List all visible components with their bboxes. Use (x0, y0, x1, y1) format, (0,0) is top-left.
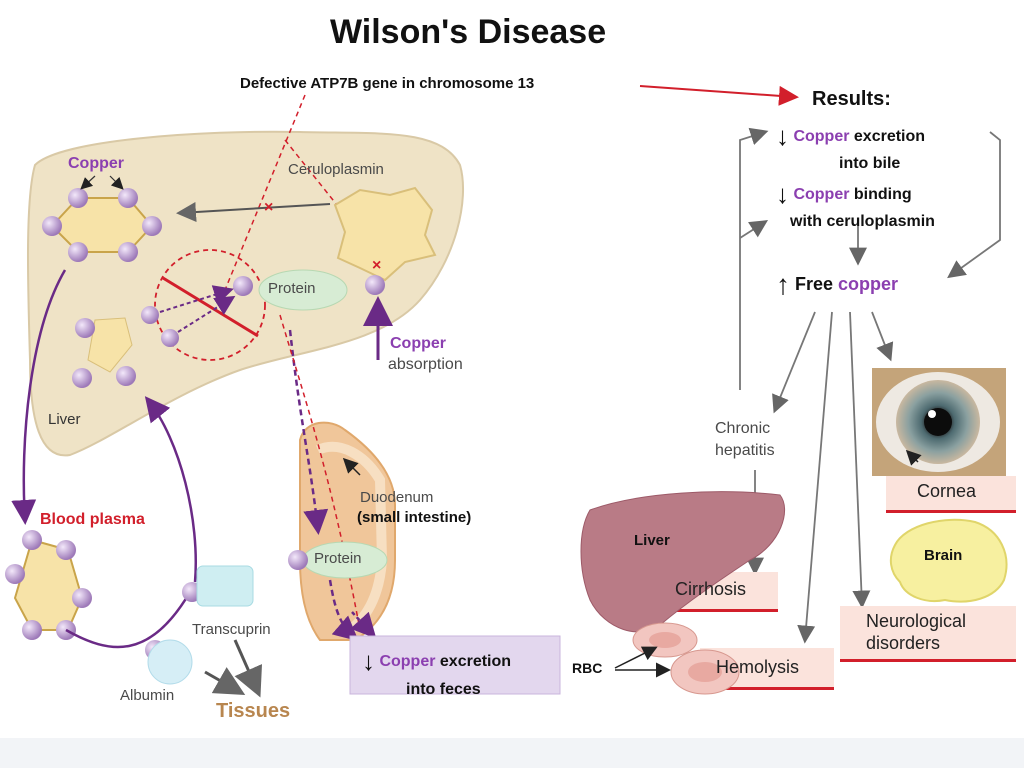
chronic-hepatitis-label-1: Chronic (715, 420, 771, 437)
svg-text:×: × (264, 199, 273, 216)
feces-copper-word: Copper (379, 653, 436, 670)
protein-label: Protein (268, 280, 316, 297)
result-text: into bile (839, 154, 901, 172)
gene-defect-label: Defective ATP7B gene in chromosome 13 (240, 75, 535, 92)
svg-text:×: × (372, 257, 381, 274)
cirrhotic-liver-label: Liver (634, 532, 670, 549)
result-text: excretion (849, 128, 926, 145)
protein-ellipse (258, 269, 348, 311)
result-text: with ceruloplasmin (790, 212, 935, 230)
neurological-label-2: disorders (866, 633, 941, 653)
feces-text: into feces (406, 681, 481, 699)
result-copper-binding: ↓ Copper binding with ceruloplasmin (776, 178, 935, 233)
result-copper-excretion-bile: ↓ Copper excretion into bile (776, 120, 925, 175)
albumin-label: Albumin (120, 687, 175, 704)
neurological-label-1: Neurological (866, 611, 967, 631)
copper-absorption-label-1: Copper (390, 335, 446, 352)
rbc-label: RBC (572, 660, 603, 676)
result-copper-word: Copper (793, 186, 850, 203)
up-arrow-icon: ↑ (776, 269, 790, 300)
cornea-label: Cornea (917, 481, 977, 501)
duodenum-shape (299, 421, 396, 641)
cirrhotic-liver (580, 491, 785, 633)
copper-atoms-liver (42, 188, 162, 262)
tissues-label: Tissues (216, 700, 291, 722)
result-free-copper: ↑ Free copper (776, 269, 899, 301)
feces-box (349, 635, 561, 695)
hemolysis-label: Hemolysis (716, 657, 800, 677)
protein-intestine-label: Protein (314, 550, 362, 567)
duodenum-label: Duodenum (360, 489, 434, 506)
copper-excretion-feces: ↓ Copper excretion into feces (362, 644, 511, 701)
albumin-shape (147, 639, 193, 685)
ceruloplasmin-shape (333, 186, 437, 282)
brain-label: Brain (924, 547, 963, 564)
result-copper-word: Copper (793, 128, 850, 145)
copper-absorption-label-2: absorption (388, 356, 463, 373)
ceruloplasmin-label: Ceruloplasmin (288, 161, 384, 178)
small-intestine-label: (small intestine) (357, 509, 472, 526)
blocked-transport-circle (154, 249, 266, 361)
page-title: Wilson's Disease (330, 13, 607, 51)
liver-label: Liver (48, 411, 81, 428)
cirrhosis-label: Cirrhosis (675, 579, 747, 599)
brain-image (889, 518, 1008, 603)
feces-text: excretion (435, 653, 512, 670)
result-text: Free (795, 274, 839, 294)
result-copper-word: copper (838, 274, 899, 294)
chronic-hepatitis-label-2: hepatitis (715, 442, 775, 459)
transcuprin-label: Transcuprin (192, 621, 271, 638)
results-heading: Results: (812, 88, 891, 110)
result-text: binding (849, 186, 912, 203)
transcuprin-shape (196, 565, 254, 607)
blood-plasma-label: Blood plasma (40, 511, 145, 528)
down-arrow-icon: ↓ (776, 179, 789, 209)
copper-label: Copper (68, 155, 124, 172)
down-arrow-icon: ↓ (776, 121, 789, 151)
down-arrow-icon: ↓ (362, 646, 375, 676)
